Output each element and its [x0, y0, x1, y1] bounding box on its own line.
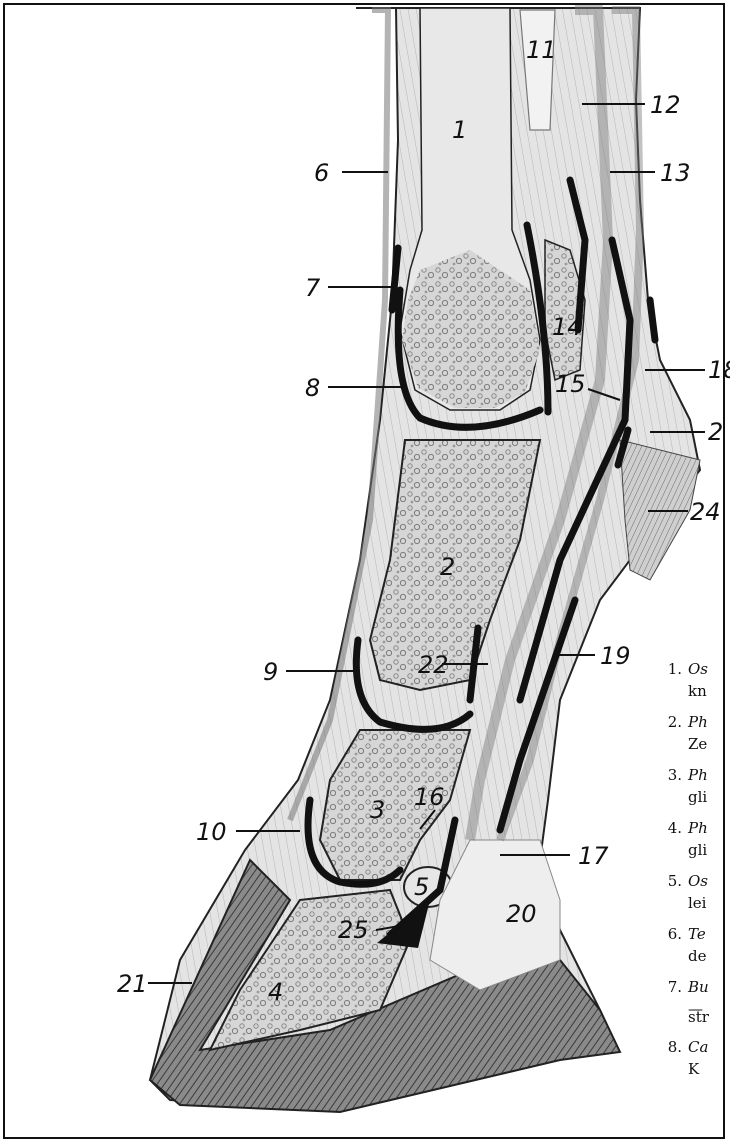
- legend-continuation: kn: [688, 682, 707, 700]
- label-4: 4: [268, 978, 283, 1006]
- label-13: 13: [660, 159, 691, 187]
- legend-continuation: gli: [688, 788, 707, 806]
- label-7: 7: [305, 274, 321, 302]
- legend-term: Os: [688, 872, 708, 890]
- legend-number: 7.: [666, 978, 682, 996]
- label-17: 17: [578, 842, 609, 870]
- legend-number: 8.: [666, 1038, 682, 1056]
- legend-item: 6. Te de: [666, 925, 730, 978]
- label-16: 16: [414, 783, 445, 811]
- legend-item: 5. Os lei: [666, 872, 730, 925]
- legend-number: 6.: [666, 925, 682, 943]
- legend-number: 2.: [666, 713, 682, 731]
- legend-item: 1. Os kn: [666, 660, 730, 713]
- label-6: 6: [314, 159, 329, 187]
- legend-continuation: gli: [688, 841, 707, 859]
- label-1: 1: [452, 116, 467, 144]
- label-25: 25: [338, 916, 369, 944]
- legend-term: Ph: [688, 713, 708, 731]
- label-12: 12: [650, 91, 681, 119]
- legend-continuation: lei: [688, 894, 706, 912]
- legend-term: Te: [688, 925, 706, 943]
- label-9: 9: [263, 658, 278, 686]
- legend-number: 4.: [666, 819, 682, 837]
- legend-term: Bu: [688, 978, 709, 996]
- legend-term: Ca: [688, 1038, 708, 1056]
- legend-term: Ph: [688, 766, 708, 784]
- label-19: 19: [600, 642, 631, 670]
- label-14: 14: [552, 313, 583, 341]
- legend-number: 5.: [666, 872, 682, 890]
- legend-item: 4. Ph gli: [666, 819, 730, 872]
- legend-continuation: str: [688, 1008, 709, 1026]
- label-24: 24: [690, 498, 721, 526]
- label-15: 15: [555, 370, 586, 398]
- label-20: 20: [506, 900, 537, 928]
- label-11: 11: [526, 36, 557, 64]
- legend-term: Os: [688, 660, 708, 678]
- legend-item: str: [666, 1008, 730, 1038]
- label-2-cutoff: 2: [708, 418, 723, 446]
- label-10: 10: [196, 818, 227, 846]
- label-3: 3: [370, 796, 385, 824]
- legend-continuation: K: [688, 1060, 699, 1078]
- legend-term: Ph: [688, 819, 708, 837]
- label-2: 2: [440, 553, 455, 581]
- label-5: 5: [414, 873, 429, 901]
- legend-number: 3.: [666, 766, 682, 784]
- label-8: 8: [305, 374, 320, 402]
- legend-item: 7.Bu—: [666, 978, 730, 1008]
- legend-item: 3. Ph gli: [666, 766, 730, 819]
- legend-number: 1.: [666, 660, 682, 678]
- label-18: 18: [708, 356, 730, 384]
- legend-continuation: Ze: [688, 735, 707, 753]
- legend-continuation: de: [688, 947, 706, 965]
- label-22: 22: [418, 651, 449, 679]
- label-21: 21: [117, 970, 148, 998]
